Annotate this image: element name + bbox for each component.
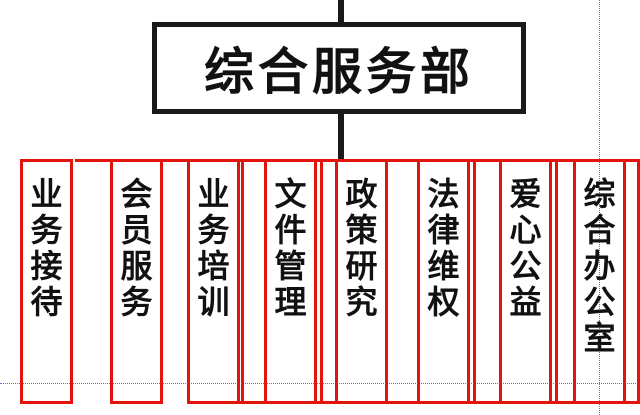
head-department-title: 综合服务部 [204, 43, 474, 101]
department-label: 综合办公室 [583, 175, 616, 357]
department-label: 政策研究 [345, 175, 378, 321]
department-label: 文件管理 [274, 175, 307, 321]
department-label: 法律维权 [427, 175, 460, 321]
branch-divider [473, 160, 476, 403]
department-label: 会员服务 [120, 175, 153, 321]
department-box: 业务接待 [20, 159, 73, 404]
department-box: 爱心公益 [499, 159, 552, 404]
branch-divider [320, 160, 323, 403]
department-box: 文件管理 [264, 159, 317, 404]
guide-line-vertical [599, 0, 600, 415]
department-label: 业务培训 [197, 175, 230, 321]
department-box: 会员服务 [110, 159, 163, 404]
department-box: 法律维权 [417, 159, 470, 404]
head-department-box: 综合服务部 [152, 22, 526, 114]
department-box: 业务培训 [187, 159, 240, 404]
branch-divider [555, 160, 558, 403]
branch-line-bottom [187, 401, 640, 404]
branch-divider [637, 160, 640, 403]
department-box: 综合办公室 [573, 159, 626, 404]
department-box: 政策研究 [335, 159, 388, 404]
connector-top [338, 0, 344, 24]
branch-divider [241, 160, 244, 403]
department-label: 爱心公益 [509, 175, 542, 321]
connector-down [338, 113, 344, 160]
department-label: 业务接待 [30, 175, 63, 321]
